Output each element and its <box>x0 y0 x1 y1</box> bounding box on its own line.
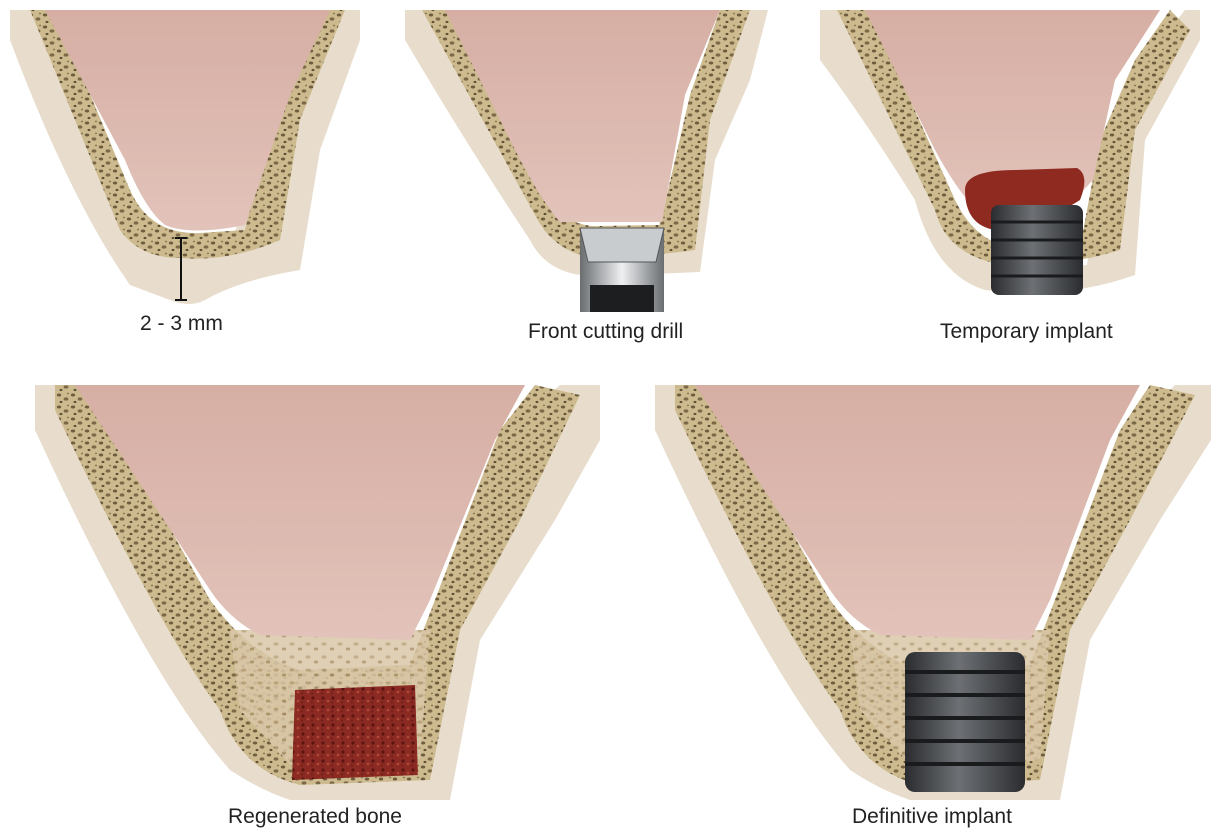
temporary-caption: Temporary implant <box>940 320 1113 344</box>
panel-temporary-implant: Temporary implant <box>815 0 1211 320</box>
measure-caption: 2 - 3 mm <box>140 312 223 336</box>
drill-bit-icon <box>580 228 664 312</box>
panel-definitive-implant: Definitive implant <box>620 380 1211 810</box>
panel-regenerated-bone: Regenerated bone <box>0 380 600 810</box>
panel-drill: Front cutting drill <box>400 0 810 320</box>
temporary-implant-icon <box>991 205 1083 295</box>
drill-caption: Front cutting drill <box>528 320 683 344</box>
panel-initial-sinus: 2 - 3 mm <box>0 0 400 320</box>
regenerated-caption: Regenerated bone <box>228 805 402 829</box>
dental-implant-icon <box>905 652 1025 792</box>
definitive-caption: Definitive implant <box>852 805 1012 829</box>
bone-graft-icon <box>292 685 418 780</box>
